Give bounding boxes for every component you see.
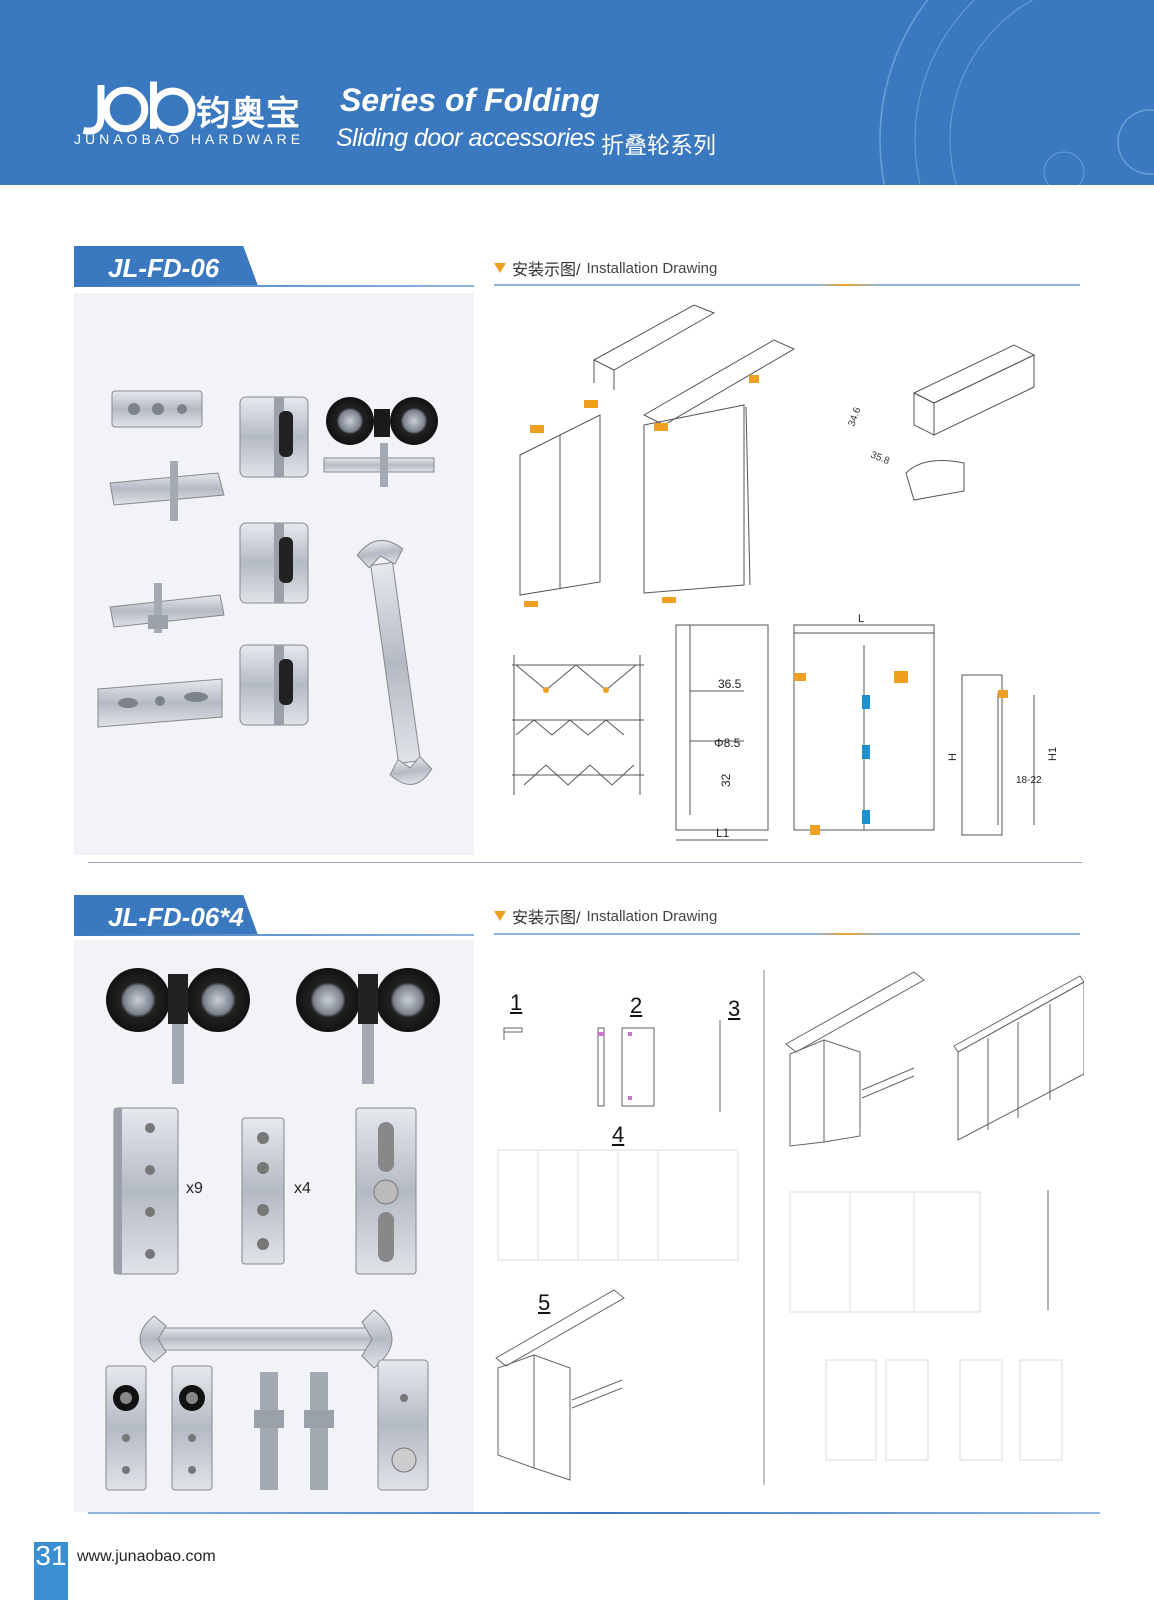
- step-3: 3: [728, 996, 741, 1021]
- product-parts-image: [97, 390, 438, 785]
- installation-label-en-2: Installation Drawing: [586, 907, 718, 925]
- model-tab: JL-FD-06: [74, 246, 258, 286]
- installation-underline: [494, 284, 1080, 286]
- triangle-icon: [494, 911, 506, 921]
- dim-36-5: 36.5: [718, 677, 742, 691]
- installation-label-en: Installation Drawing: [586, 259, 718, 277]
- installation-steps-graphic: [495, 970, 1085, 1485]
- hinge-quantity: x9: [186, 1180, 203, 1197]
- junaobao-logo: [82, 81, 196, 135]
- brand-name-en: JUNAOBAO HARDWARE: [74, 131, 305, 147]
- footer-line: [88, 1512, 1100, 1514]
- installation-underline-2: [494, 933, 1080, 935]
- product-parts-image-2: [105, 968, 440, 1491]
- page-number-box: [34, 1542, 68, 1600]
- header-decoration: [879, 0, 1154, 185]
- section-divider: [88, 862, 1082, 863]
- series-title-cn: 折叠轮系列: [601, 133, 716, 159]
- dim-l1: L1: [716, 826, 730, 840]
- series-title: Series of Folding: [340, 82, 600, 118]
- installation-drawing: 34.6 35.8 36.5 Φ8.5 32 L1 L H H1 18-22: [494, 295, 1084, 850]
- dim-profile-height: 34.6: [846, 406, 863, 428]
- dim-h1: H1: [1047, 747, 1059, 761]
- dim-18-22: 18-22: [1016, 775, 1042, 786]
- installation-drawing-graphic: 34.6 35.8 36.5 Φ8.5 32 L1 L H H1 18-22: [512, 304, 1059, 841]
- step-5: 5: [538, 1290, 551, 1315]
- installation-label-cn-2: 安装示图/: [512, 910, 581, 927]
- product-photo-panel-2: x9 x4: [74, 940, 474, 1512]
- dim-phi-8-5: Φ8.5: [714, 736, 741, 750]
- website-link[interactable]: www.junaobao.com: [77, 1548, 216, 1565]
- product-photo-panel: [74, 293, 474, 855]
- step-4: 4: [612, 1122, 625, 1147]
- installation-label-cn: 安装示图/: [512, 262, 581, 279]
- installation-heading-2: 安装示图/ Installation Drawing: [494, 904, 717, 928]
- tab-underline-2: [74, 934, 474, 936]
- dim-32: 32: [719, 773, 733, 787]
- triangle-icon: [494, 263, 506, 273]
- brand-name-cn: 钧奥宝: [196, 94, 301, 134]
- dim-h: H: [947, 753, 959, 761]
- dim-l: L: [858, 613, 864, 625]
- installation-steps-drawing: [494, 960, 1085, 1500]
- series-subtitle: Sliding door accessories: [336, 124, 595, 152]
- page-number: 31: [35, 1540, 67, 1571]
- dim-profile-width: 35.8: [869, 450, 892, 468]
- step-1: 1: [510, 990, 523, 1015]
- tab-underline: [74, 285, 474, 287]
- plate-quantity: x4: [294, 1180, 311, 1197]
- step-2: 2: [630, 993, 643, 1018]
- model-tab-2: JL-FD-06*4: [74, 895, 258, 935]
- installation-heading: 安装示图/ Installation Drawing: [494, 256, 717, 280]
- page-header: [0, 0, 1154, 185]
